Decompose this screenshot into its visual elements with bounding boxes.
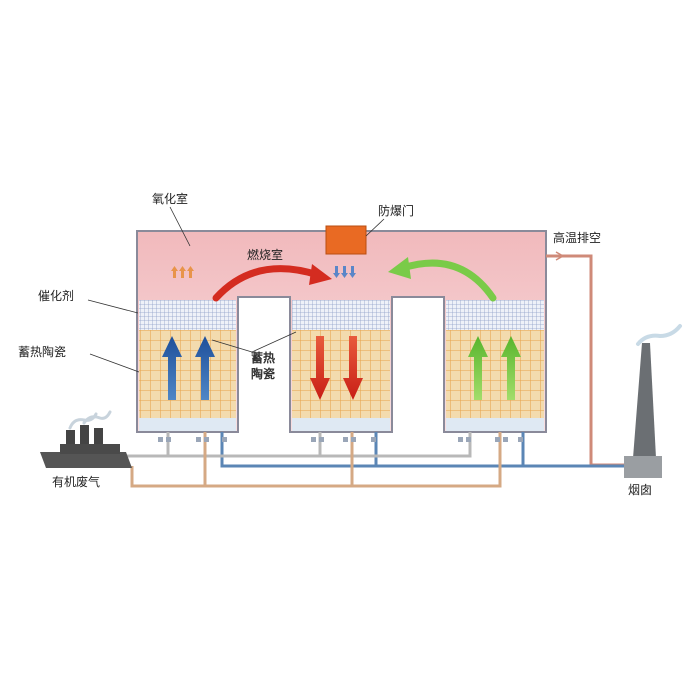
ceramic-bed-left (139, 330, 236, 418)
label-ceramic-left: 蓄热陶瓷 (18, 344, 66, 359)
ceramic-bed-middle (292, 330, 390, 418)
chimney-icon (624, 324, 682, 478)
downflow-arrows-middle (310, 336, 363, 400)
catalyst-layer-right (446, 300, 544, 330)
label-oxidation-chamber: 氧化室 (152, 191, 188, 206)
label-organic-gas: 有机废气 (52, 474, 100, 489)
smoke-icon (68, 410, 112, 430)
leader-lines (87, 206, 385, 373)
label-ceramic-mid-1: 蓄热 (251, 350, 275, 365)
curved-arrow-green-head (388, 257, 411, 279)
curved-arrow-green (399, 259, 497, 302)
tower-base-left (139, 418, 236, 431)
upflow-arrows-left (162, 336, 215, 400)
label-explosion-door: 防爆门 (378, 203, 414, 218)
catalyst-layer-middle (292, 300, 390, 330)
label-combustion-chamber: 燃烧室 (247, 247, 283, 262)
pipe-high-temp-exhaust (546, 254, 624, 467)
label-chimney: 烟囱 (628, 483, 652, 497)
small-arrows-orange (171, 266, 194, 278)
label-ceramic-mid-2: 陶瓷 (251, 366, 275, 381)
factory-icon (40, 425, 132, 468)
pipe-blue (220, 432, 624, 468)
small-arrows-blue (333, 266, 356, 278)
label-catalyst: 催化剂 (38, 288, 74, 303)
tower-base-middle (292, 418, 390, 431)
label-high-temp-exhaust: 高温排空 (553, 230, 601, 245)
ceramic-bed-right (446, 330, 544, 418)
explosion-door (325, 225, 367, 255)
pipe-gray (118, 432, 472, 458)
catalyst-layer-left (139, 300, 236, 330)
curved-arrow-red (212, 265, 322, 302)
curved-arrow-red-head (309, 264, 332, 285)
valve-icon (158, 437, 523, 442)
tower-base-right (446, 418, 544, 431)
upflow-arrows-right (468, 336, 521, 400)
